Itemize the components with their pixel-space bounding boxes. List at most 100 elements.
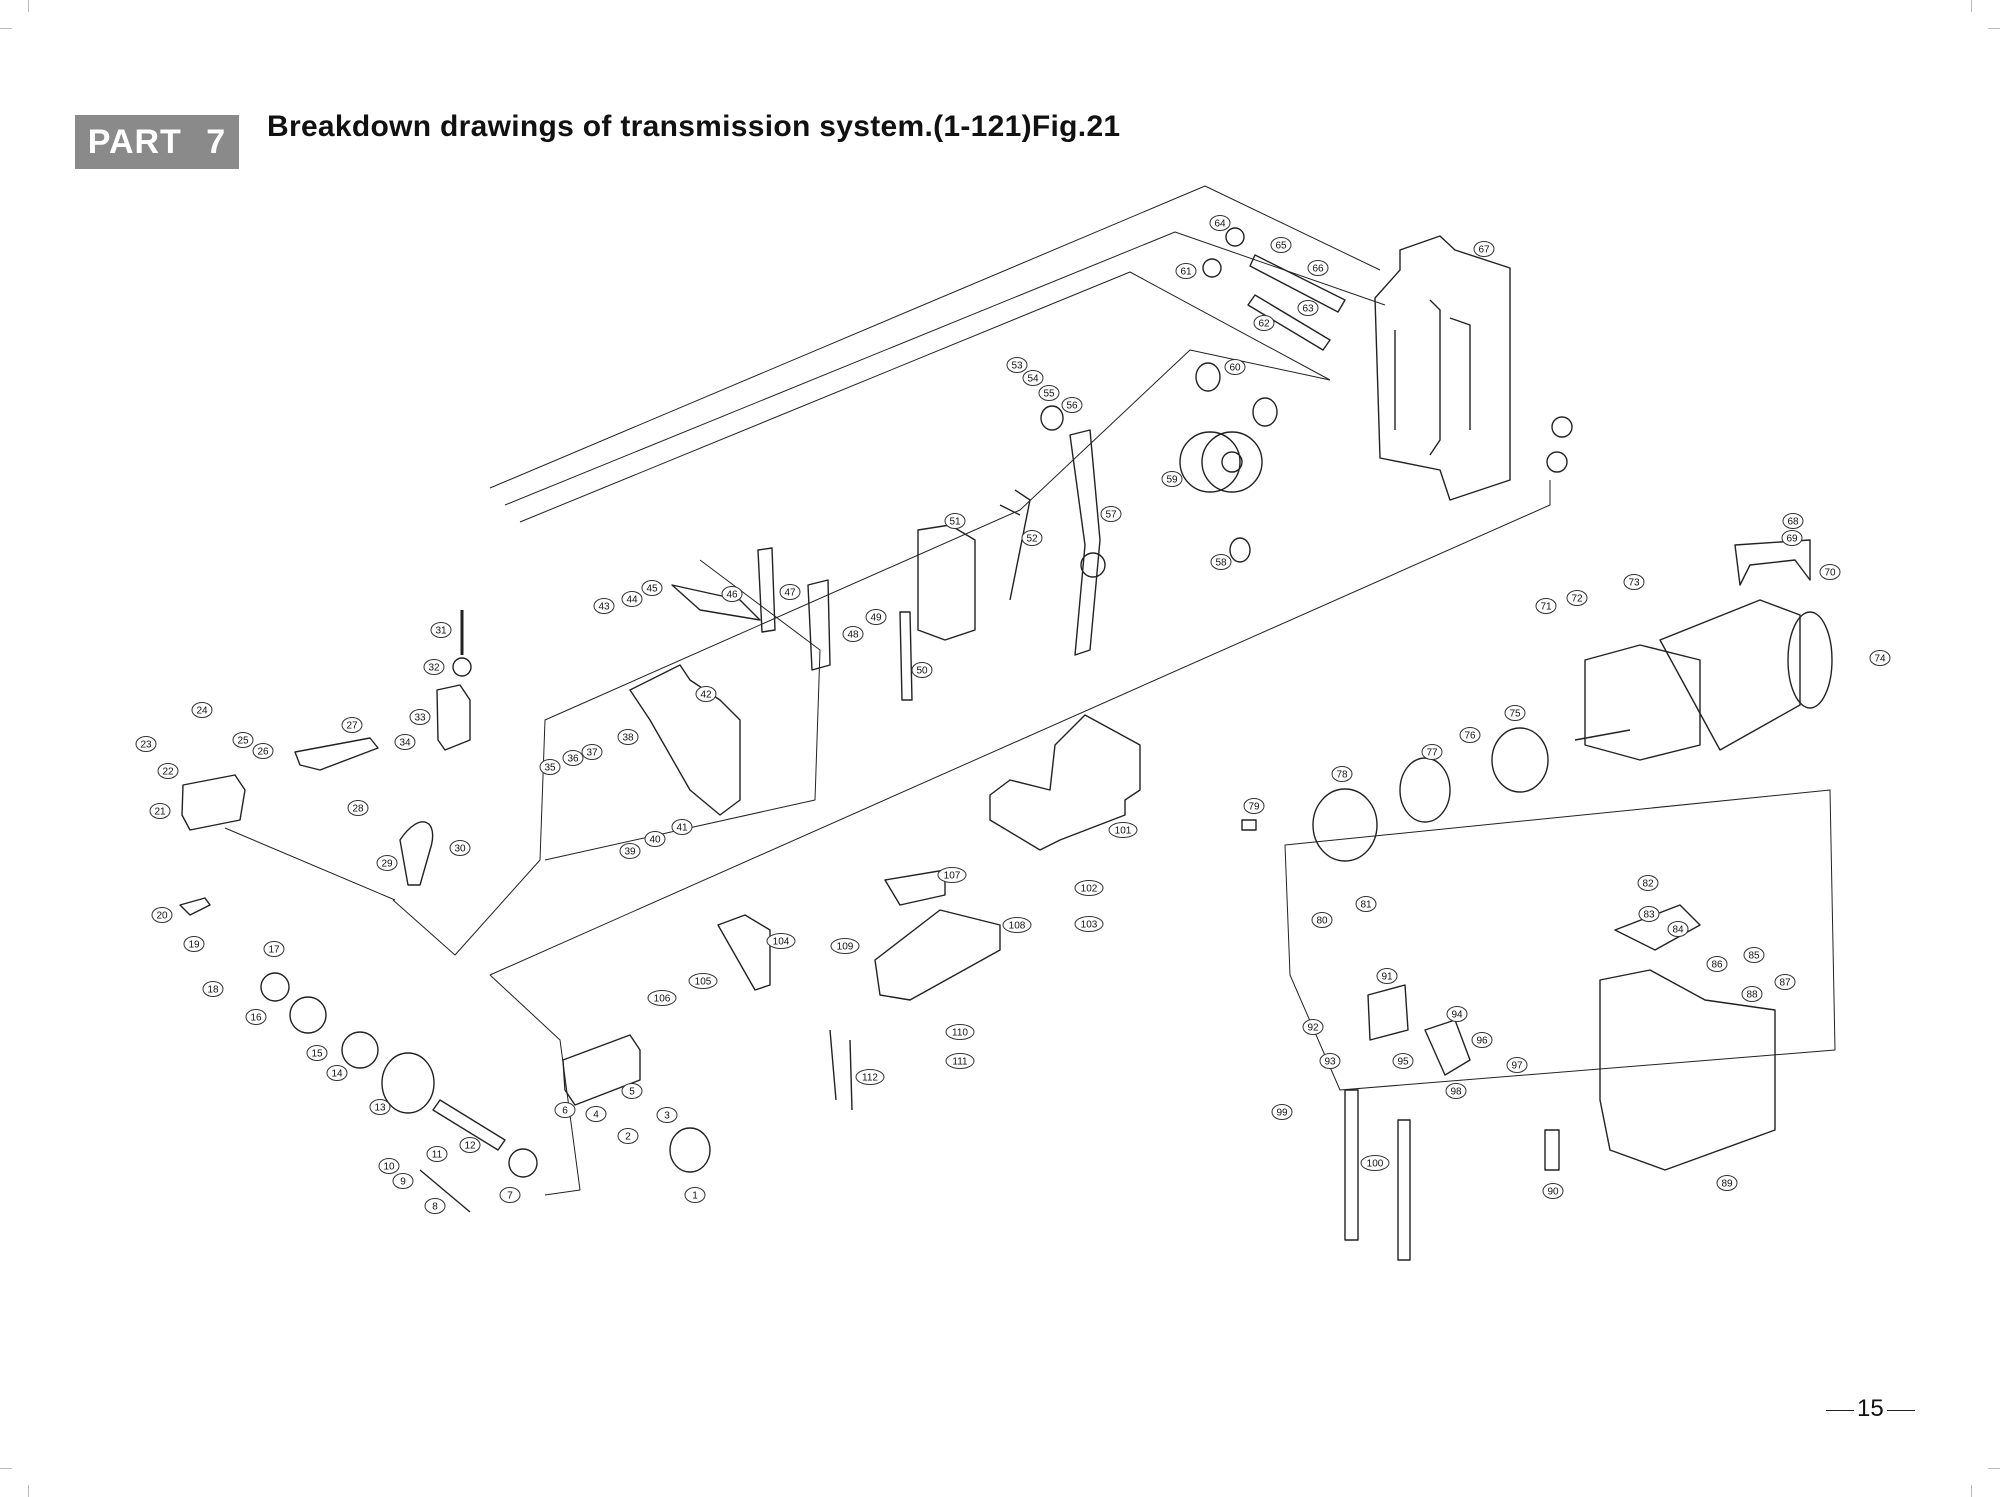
nut <box>1551 416 1573 438</box>
callout-100: 100 <box>1360 1155 1390 1171</box>
callout-number: 77 <box>1426 748 1438 759</box>
callout-number: 47 <box>784 588 796 599</box>
callout-bubble <box>1741 986 1763 1002</box>
spring <box>419 1169 471 1213</box>
callout-bubble <box>1473 241 1495 257</box>
callout-bubble <box>202 981 224 997</box>
callout-number: 33 <box>414 713 426 724</box>
callout-10: 10 <box>378 1158 400 1174</box>
callout-bubble <box>1706 956 1728 972</box>
callout-number: 56 <box>1066 401 1078 412</box>
callout-number: 94 <box>1451 1010 1463 1021</box>
motor-shaft <box>1574 729 1631 741</box>
coupling <box>1399 757 1451 823</box>
callout-number: 81 <box>1360 900 1372 911</box>
callout-67: 67 <box>1473 241 1495 257</box>
callout-103: 103 <box>1074 916 1104 932</box>
callout-number: 63 <box>1302 304 1314 315</box>
callout-bubble <box>1210 554 1232 570</box>
callout-number: 4 <box>593 1110 599 1121</box>
callout-bubble <box>644 831 666 847</box>
callout-bubble <box>1038 385 1060 401</box>
callout-bubble <box>621 591 643 607</box>
callout-number: 7 <box>507 1191 513 1202</box>
callout-86: 86 <box>1706 956 1728 972</box>
callout-number: 11 <box>432 1150 443 1161</box>
callout-bubble <box>684 1187 706 1203</box>
callout-number: 48 <box>847 630 859 641</box>
callout-number: 36 <box>567 754 579 765</box>
callout-number: 91 <box>1381 972 1393 983</box>
callout-number: 105 <box>695 977 712 988</box>
callout-bubble <box>191 702 213 718</box>
callout-93: 93 <box>1319 1053 1341 1069</box>
callout-bubble <box>1175 263 1197 279</box>
callout-bubble <box>1224 359 1246 375</box>
callout-bubble <box>252 743 274 759</box>
callout-bubble <box>1302 1019 1324 1035</box>
callout-85: 85 <box>1743 947 1765 963</box>
callout-bubble <box>1542 1183 1564 1199</box>
gear <box>381 1052 435 1114</box>
callout-number: 108 <box>1009 921 1026 932</box>
assembly-outline <box>392 349 1331 956</box>
callout-labels: 1234567891011121314151617181920212223242… <box>135 215 1891 1214</box>
callout-bubble <box>766 933 796 949</box>
callout-bubble <box>585 1106 607 1122</box>
callout-26: 26 <box>252 743 274 759</box>
callout-bubble <box>1421 744 1443 760</box>
callout-bubble <box>449 840 471 856</box>
callout-7: 7 <box>499 1187 521 1203</box>
shaft <box>1249 254 1346 313</box>
callout-30: 30 <box>449 840 471 856</box>
callout-76: 76 <box>1459 727 1481 743</box>
callout-bubble <box>1535 598 1557 614</box>
callout-bubble <box>306 1045 328 1061</box>
callout-108: 108 <box>1002 917 1032 933</box>
callout-92: 92 <box>1302 1019 1324 1035</box>
bushing <box>1040 405 1064 431</box>
callout-bubble <box>647 990 677 1006</box>
callout-number: 54 <box>1027 374 1039 385</box>
callout-18: 18 <box>202 981 224 997</box>
callout-number: 6 <box>562 1106 568 1117</box>
callout-bubble <box>1638 906 1660 922</box>
callout-number: 109 <box>837 942 854 953</box>
callout-81: 81 <box>1355 896 1377 912</box>
callout-106: 106 <box>647 990 677 1006</box>
pulley <box>508 1148 538 1178</box>
callout-number: 1 <box>692 1191 698 1202</box>
callout-bubble <box>1504 705 1526 721</box>
callout-number: 66 <box>1312 264 1324 275</box>
callout-number: 65 <box>1275 241 1287 252</box>
callout-bubble <box>1355 896 1377 912</box>
callout-43: 43 <box>593 598 615 614</box>
callout-number: 107 <box>944 871 961 882</box>
callout-number: 23 <box>140 740 152 751</box>
crop-mark <box>28 0 29 12</box>
callout-number: 39 <box>624 847 636 858</box>
callout-55: 55 <box>1038 385 1060 401</box>
callout-bubble <box>341 717 363 733</box>
callout-36: 36 <box>562 750 584 766</box>
callout-bubble <box>1471 1032 1493 1048</box>
callout-number: 37 <box>586 748 598 759</box>
column-body <box>1374 235 1511 501</box>
callout-number: 97 <box>1511 1061 1523 1072</box>
callout-bubble <box>232 732 254 748</box>
callout-105: 105 <box>688 973 718 989</box>
callout-number: 38 <box>622 733 634 744</box>
callout-bubble <box>1002 917 1032 933</box>
washer <box>1225 227 1245 247</box>
callout-91: 91 <box>1376 968 1398 984</box>
crop-mark <box>1988 28 2000 29</box>
callout-bubble <box>1021 530 1043 546</box>
callout-number: 86 <box>1711 960 1723 971</box>
callout-bubble <box>1743 947 1765 963</box>
callout-95: 95 <box>1392 1053 1414 1069</box>
callout-27: 27 <box>341 717 363 733</box>
callout-3: 3 <box>656 1107 678 1123</box>
pivot <box>1080 552 1106 578</box>
callout-number: 71 <box>1540 602 1552 613</box>
callout-number: 106 <box>654 994 671 1005</box>
